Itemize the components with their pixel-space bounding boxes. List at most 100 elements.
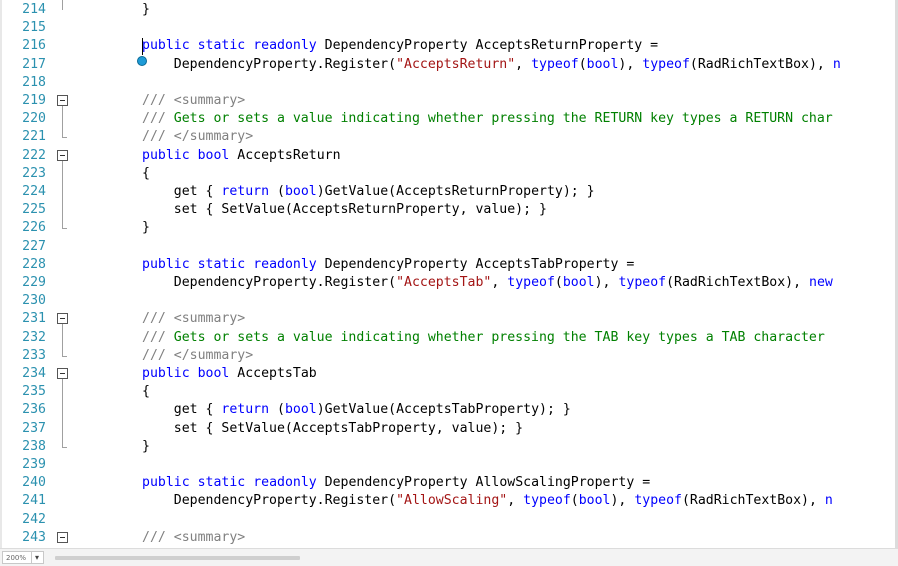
vertical-scrollbar[interactable] — [895, 0, 898, 565]
code-text[interactable]: /// <summary> — [142, 529, 245, 547]
keyword-token: static — [197, 475, 246, 491]
code-text[interactable]: public static readonly DependencyPropert… — [142, 37, 658, 55]
code-token: , — [507, 493, 524, 509]
collapse-outline-icon[interactable] — [57, 95, 68, 106]
code-text[interactable]: public bool AcceptsTab — [142, 365, 317, 383]
code-line[interactable]: 223 { — [0, 165, 898, 183]
line-number: 221 — [22, 129, 46, 145]
horizontal-scrollbar-thumb[interactable] — [55, 556, 300, 560]
code-line[interactable]: 235{ — [0, 383, 898, 401]
code-text[interactable]: public static readonly DependencyPropert… — [142, 474, 650, 492]
code-token: set { SetValue(AcceptsReturnProperty, va… — [142, 202, 547, 218]
breakpoint-icon[interactable] — [137, 56, 147, 66]
keyword-token: bool — [284, 184, 317, 199]
code-line[interactable]: 231/// <summary> — [0, 310, 898, 328]
code-text[interactable]: } — [142, 1, 150, 19]
chevron-down-icon[interactable]: ▾ — [31, 552, 42, 563]
collapse-outline-icon[interactable] — [57, 368, 68, 379]
code-line[interactable]: 236 get { return (bool)GetValue(AcceptsT… — [0, 401, 898, 419]
keyword-token: static — [197, 256, 246, 272]
line-number: 220 — [22, 111, 46, 127]
comment-token: /// — [142, 347, 174, 363]
collapse-outline-icon[interactable] — [57, 149, 68, 161]
code-text[interactable]: set { SetValue(AcceptsTabProperty, value… — [142, 420, 523, 438]
code-text[interactable]: /// </summary> — [142, 128, 253, 146]
code-token: ( — [570, 493, 579, 509]
line-number: 219 — [22, 93, 46, 108]
code-text[interactable]: DependencyProperty.Register("AllowScalin… — [142, 492, 833, 510]
line-number: 239 — [22, 457, 46, 472]
comment-token: Gets or sets a value indicating whether … — [173, 329, 825, 345]
line-number: 223 — [22, 165, 46, 181]
code-text[interactable]: { — [142, 165, 150, 183]
code-line[interactable]: 227 — [0, 238, 898, 256]
code-line[interactable]: 238} — [0, 438, 898, 456]
zoom-dropdown[interactable]: 200% ▾ — [2, 551, 44, 564]
code-line[interactable]: 219 /// <summary> — [0, 92, 898, 110]
outline-guide — [62, 379, 63, 447]
code-line[interactable]: 221 /// </summary> — [0, 128, 898, 146]
line-number: 225 — [22, 202, 46, 218]
code-line[interactable]: 233/// </summary> — [0, 347, 898, 365]
code-text[interactable]: /// <summary> — [142, 92, 245, 110]
code-text[interactable]: } — [142, 219, 150, 237]
code-line[interactable]: 239 — [0, 456, 898, 474]
outline-guide-end — [62, 228, 67, 230]
code-line[interactable]: 224 get { return (bool)GetValue(AcceptsR… — [0, 183, 898, 201]
keyword-token: new — [809, 275, 833, 290]
code-line[interactable]: 241 DependencyProperty.Register("AllowSc… — [0, 492, 898, 510]
code-token: (RadRichTextBox), — [689, 56, 833, 72]
code-line[interactable]: 242 — [0, 511, 898, 529]
code-text[interactable]: public bool AcceptsReturn — [142, 147, 341, 165]
code-text[interactable]: /// </summary> — [142, 347, 253, 365]
code-text[interactable]: get { return (bool)GetValue(AcceptsTabPr… — [142, 401, 571, 419]
outline-guide — [62, 324, 63, 356]
comment-token: <summary> — [173, 529, 246, 545]
code-token — [245, 38, 253, 53]
code-text[interactable]: /// Gets or sets a value indicating whet… — [142, 329, 825, 347]
keyword-token: readonly — [253, 475, 317, 491]
code-line[interactable]: 229 DependencyProperty.Register("Accepts… — [0, 274, 898, 292]
code-text[interactable]: set { SetValue(AcceptsReturnProperty, va… — [142, 201, 547, 219]
keyword-token: bool — [586, 56, 619, 72]
editor-left-border — [0, 0, 2, 548]
code-line[interactable]: 232/// Gets or sets a value indicating w… — [0, 329, 898, 347]
keyword-token: typeof — [634, 493, 682, 509]
code-text[interactable]: } — [142, 438, 150, 456]
code-line[interactable]: 215 — [0, 19, 898, 37]
code-token: { — [142, 384, 150, 400]
code-text[interactable]: /// Gets or sets a value indicating whet… — [142, 110, 833, 128]
comment-token: </summary> — [173, 129, 254, 145]
collapse-outline-icon[interactable] — [57, 313, 68, 325]
code-line[interactable]: 225 set { SetValue(AcceptsReturnProperty… — [0, 201, 898, 219]
code-token: get { — [142, 184, 222, 199]
keyword-token: typeof — [618, 275, 667, 290]
code-text[interactable]: get { return (bool)GetValue(AcceptsRetur… — [142, 183, 595, 201]
code-line[interactable]: 214} — [0, 1, 898, 19]
code-text[interactable]: DependencyProperty.Register("AcceptsTab"… — [142, 274, 833, 292]
code-line[interactable]: 243/// <summary> — [0, 529, 898, 547]
code-token: ), — [618, 56, 643, 72]
keyword-token: bool — [562, 275, 595, 290]
code-line[interactable]: 218 — [0, 74, 898, 92]
code-text[interactable]: DependencyProperty.Register("AcceptsRetu… — [142, 56, 841, 74]
code-line[interactable]: 220 /// Gets or sets a value indicating w… — [0, 110, 898, 128]
code-token: DependencyProperty AcceptsReturnProperty… — [316, 38, 659, 54]
code-text[interactable]: { — [142, 383, 150, 401]
outline-guide-end — [62, 446, 67, 448]
code-text[interactable]: /// <summary> — [142, 310, 245, 328]
code-line[interactable]: 230 — [0, 292, 898, 310]
collapse-outline-icon[interactable] — [57, 531, 68, 543]
code-line[interactable]: 217 DependencyProperty.Register("Accepts… — [0, 56, 898, 74]
code-line[interactable]: 226} — [0, 219, 898, 237]
code-token: ( — [554, 275, 563, 290]
code-text[interactable]: public static readonly DependencyPropert… — [142, 256, 634, 274]
comment-token: </summary> — [173, 347, 254, 363]
code-line[interactable]: 237 set { SetValue(AcceptsTabProperty, v… — [0, 420, 898, 438]
